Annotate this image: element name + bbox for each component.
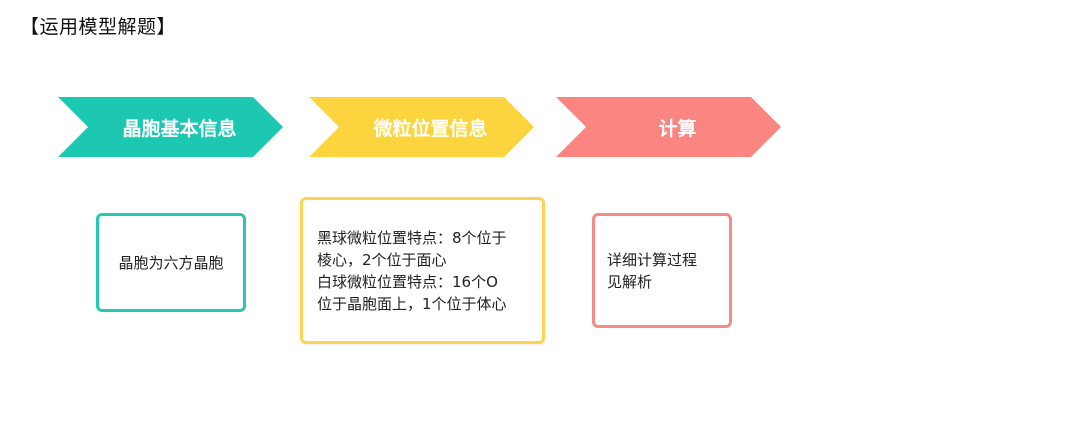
step-label: 计算 (658, 117, 697, 140)
info-box-cell-type: 晶胞为六方晶胞 (96, 213, 246, 312)
step-chevron-cell-info: 晶胞基本信息 (58, 97, 283, 157)
step-chevron-calculation: 计算 (556, 97, 781, 157)
step-chevron-particle-position: 微粒位置信息 (309, 97, 534, 157)
info-box-particle-positions: 黑球微粒位置特点：8个位于 棱心，2个位于面心 白球微粒位置特点：16个O 位于… (300, 197, 545, 344)
section-heading: 【运用模型解题】 (20, 16, 177, 38)
info-box-calculation: 详细计算过程 见解析 (592, 213, 732, 328)
step-label: 晶胞基本信息 (122, 117, 237, 140)
info-box-text: 详细计算过程 见解析 (607, 250, 698, 291)
info-box-text: 晶胞为六方晶胞 (118, 254, 224, 272)
info-box-text: 黑球微粒位置特点：8个位于 棱心，2个位于面心 白球微粒位置特点：16个O 位于… (317, 228, 507, 313)
step-label: 微粒位置信息 (373, 117, 488, 140)
